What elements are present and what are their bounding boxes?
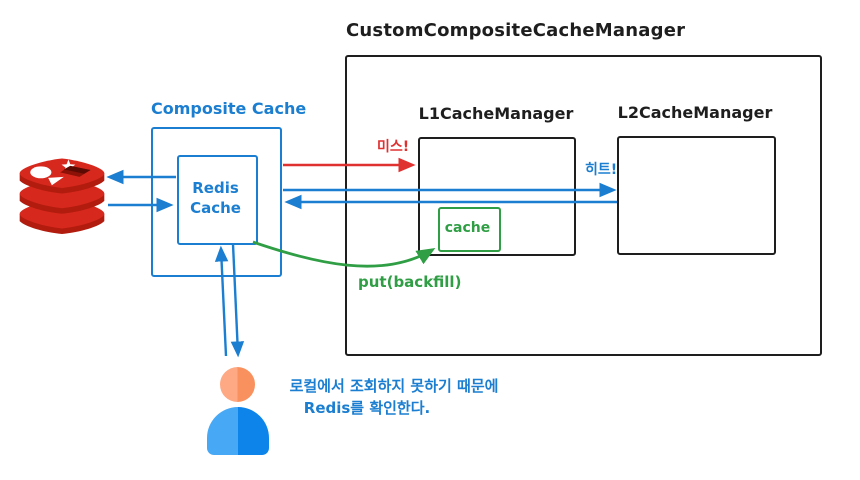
cache-box [438, 207, 501, 252]
redis-cache-line1: Redis [192, 178, 239, 197]
redis-cache-line2: Cache [190, 199, 241, 217]
l2-cache-manager-box [617, 136, 776, 255]
redis-cache-inner-box [177, 155, 258, 245]
composite-cache-box [151, 127, 282, 277]
backfill-annotation: put(backfill) [358, 273, 462, 291]
composite-cache-label: Composite Cache [151, 99, 307, 118]
miss-annotation: 미스! [377, 139, 410, 155]
custom-composite-cache-manager-frame [345, 55, 822, 356]
l2-cache-manager-label: L2CacheManager [617, 103, 773, 122]
cache-box-label: cache [444, 219, 491, 236]
user-note-line2: Redis를 확인한다. [303, 399, 431, 417]
user-icon-body [207, 407, 269, 455]
l1-cache-manager-label: L1CacheManager [418, 104, 574, 123]
redis-database-icon [19, 158, 105, 234]
diagram-title: CustomCompositeCacheManager [346, 20, 686, 41]
redis-cache-inner-label: Redis Cache [177, 155, 254, 241]
user-icon-head [220, 367, 255, 402]
user-note-line1: 로컬에서 조회하지 못하기 때문에 [289, 377, 499, 395]
l1-cache-manager-box [418, 137, 576, 256]
hit-annotation: 히트! [585, 162, 618, 178]
